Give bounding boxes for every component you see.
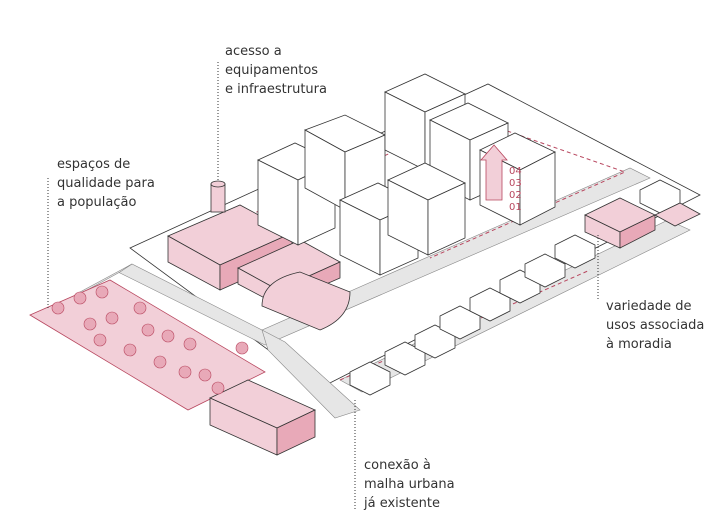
label-line: malha urbana (364, 477, 455, 492)
floor-number-tag: 03 (509, 178, 522, 189)
floor-number-tag: 04 (509, 166, 522, 177)
label-line: à moradia (606, 337, 672, 352)
label-line: variedade de (606, 299, 692, 314)
label-acesso: acesso a equipamentos e infraestrutura (225, 42, 327, 99)
cross-street (261, 329, 361, 419)
mixed-use-building (584, 197, 701, 249)
label-conexao: conexão à malha urbana já existente (364, 456, 455, 513)
label-variedade: variedade de usos associada à moradia (606, 297, 704, 354)
lower-pink-block (209, 379, 316, 456)
label-espacos: espaços de qualidade para a população (57, 155, 155, 212)
growth-arrow-icon (480, 144, 508, 201)
floor-number-tag: 01 (509, 202, 522, 213)
label-line: equipamentos (225, 63, 319, 78)
label-line: acesso a (225, 44, 282, 59)
label-line: conexão à (364, 458, 431, 473)
label-line: qualidade para (57, 176, 155, 191)
row-houses (349, 179, 681, 396)
floor-number-tag: 02 (509, 190, 522, 201)
label-line: já existente (364, 496, 440, 511)
label-line: espaços de (57, 157, 131, 172)
floor-number-tags: 04 03 02 01 (509, 166, 522, 213)
park-trees (51, 285, 249, 395)
label-line: usos associada (606, 318, 705, 333)
label-line: e infraestrutura (225, 82, 327, 97)
label-line: a população (57, 195, 137, 210)
